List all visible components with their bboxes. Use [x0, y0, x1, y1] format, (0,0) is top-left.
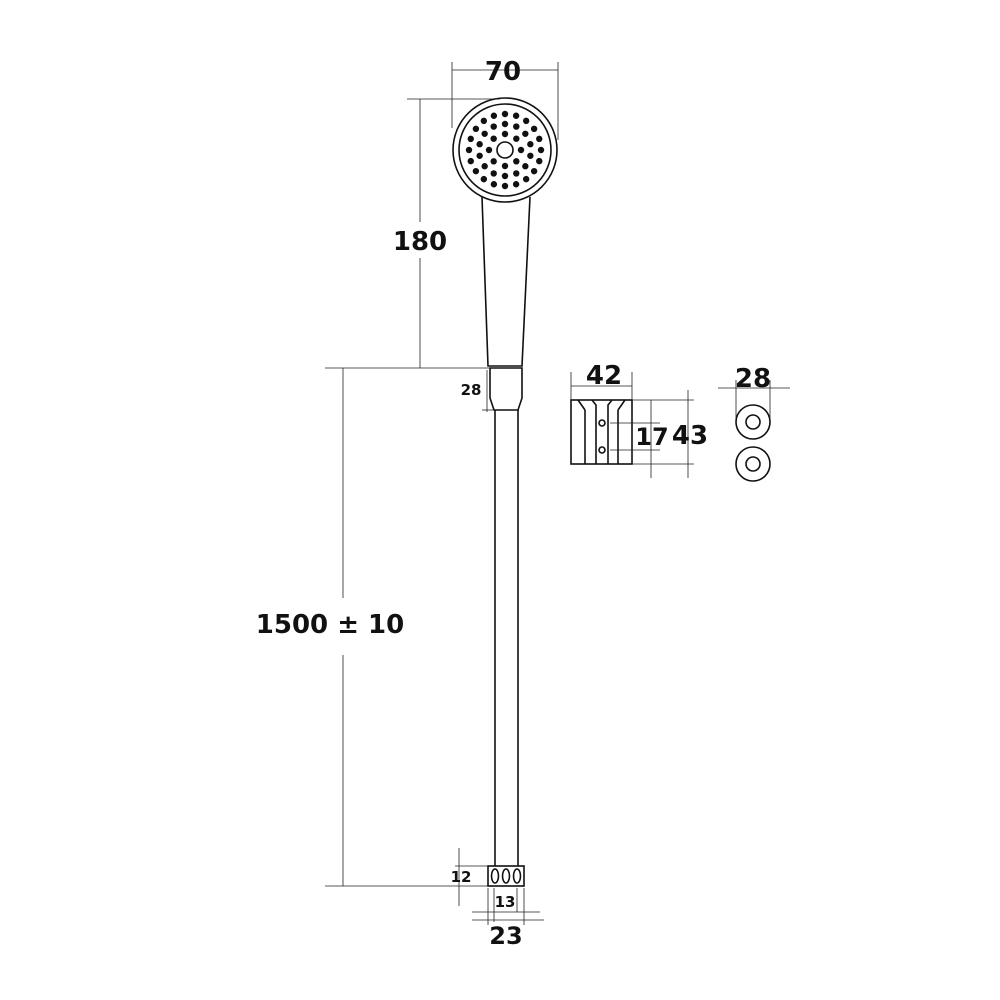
- shower-handle: [481, 196, 531, 411]
- shower-hose: [494, 410, 519, 866]
- nozzle-hole: [467, 135, 474, 143]
- nozzle-hole: [490, 181, 498, 188]
- nozzle-hole: [490, 135, 497, 142]
- holder-width-label: 42: [586, 361, 622, 391]
- nozzle-hole: [485, 146, 493, 154]
- nozzle-hole: [522, 117, 530, 125]
- nozzle-hole: [481, 163, 488, 170]
- overall-height-label: 180: [393, 227, 447, 257]
- nut-height-label: 12: [451, 868, 472, 886]
- nozzle-hole: [501, 110, 509, 118]
- nozzle-hole: [513, 135, 520, 142]
- nozzle-hole: [530, 125, 538, 133]
- nozzle-hole: [472, 167, 480, 175]
- nozzle-hole: [513, 158, 520, 165]
- overall-height-dimension: 180: [393, 98, 500, 368]
- nozzle-hole: [536, 135, 543, 143]
- nozzle-hole: [501, 130, 509, 138]
- handle-end-dimension: 28: [325, 367, 494, 412]
- nozzle-hole: [501, 120, 509, 128]
- nozzle-hole: [517, 146, 525, 154]
- nut-dimensions: 12 13 23: [451, 848, 544, 950]
- nozzle-hole: [490, 112, 498, 119]
- nozzle-hole: [536, 157, 543, 165]
- handle-end-label: 28: [461, 381, 482, 399]
- nozzle-hole: [512, 181, 520, 188]
- nozzle-hole: [467, 157, 474, 165]
- wall-holder: [570, 399, 633, 465]
- washer-dimension: 28: [718, 364, 790, 418]
- holder-hole-spacing-label: 17: [635, 423, 668, 451]
- hose-length-dimension: 1500 ± 10: [256, 368, 488, 887]
- nozzle-hole: [476, 141, 483, 148]
- nozzle-hole: [501, 162, 509, 170]
- washer-diameter-label: 28: [735, 364, 771, 394]
- nozzle-hole: [530, 167, 538, 175]
- nozzle-hole: [465, 146, 473, 154]
- nut-inner-label: 13: [495, 893, 516, 911]
- nozzle-hole: [480, 117, 488, 125]
- nozzle-hole: [472, 125, 480, 133]
- nozzle-hole: [537, 146, 545, 154]
- nozzle-hole: [501, 172, 509, 180]
- nozzle-hole: [522, 175, 530, 183]
- washers: [735, 404, 771, 482]
- nozzle-hole: [490, 170, 497, 177]
- nozzle-hole: [490, 158, 497, 165]
- nozzle-hole: [490, 123, 497, 130]
- holder-height-label: 43: [672, 421, 708, 451]
- hose-nut: [487, 865, 525, 887]
- nut-outer-label: 23: [489, 922, 522, 950]
- nozzle-hole: [481, 130, 488, 137]
- head-width-label: 70: [485, 57, 521, 87]
- nozzle-hole: [512, 112, 520, 119]
- nozzle-hole: [513, 170, 520, 177]
- nozzle-hole: [527, 152, 534, 159]
- holder-dimensions: 42 17 43: [570, 361, 708, 478]
- head-width-dimension: 70: [451, 57, 559, 140]
- shower-head: [452, 97, 558, 203]
- nozzle-hole: [522, 163, 529, 170]
- nozzle-hole: [480, 175, 488, 183]
- hose-length-label: 1500 ± 10: [256, 610, 404, 640]
- nozzle-hole: [476, 152, 483, 159]
- spray-nozzles: [465, 110, 545, 190]
- nozzle-hole: [501, 182, 509, 190]
- nozzle-hole: [522, 130, 529, 137]
- nozzle-hole: [527, 141, 534, 148]
- nozzle-hole: [513, 123, 520, 130]
